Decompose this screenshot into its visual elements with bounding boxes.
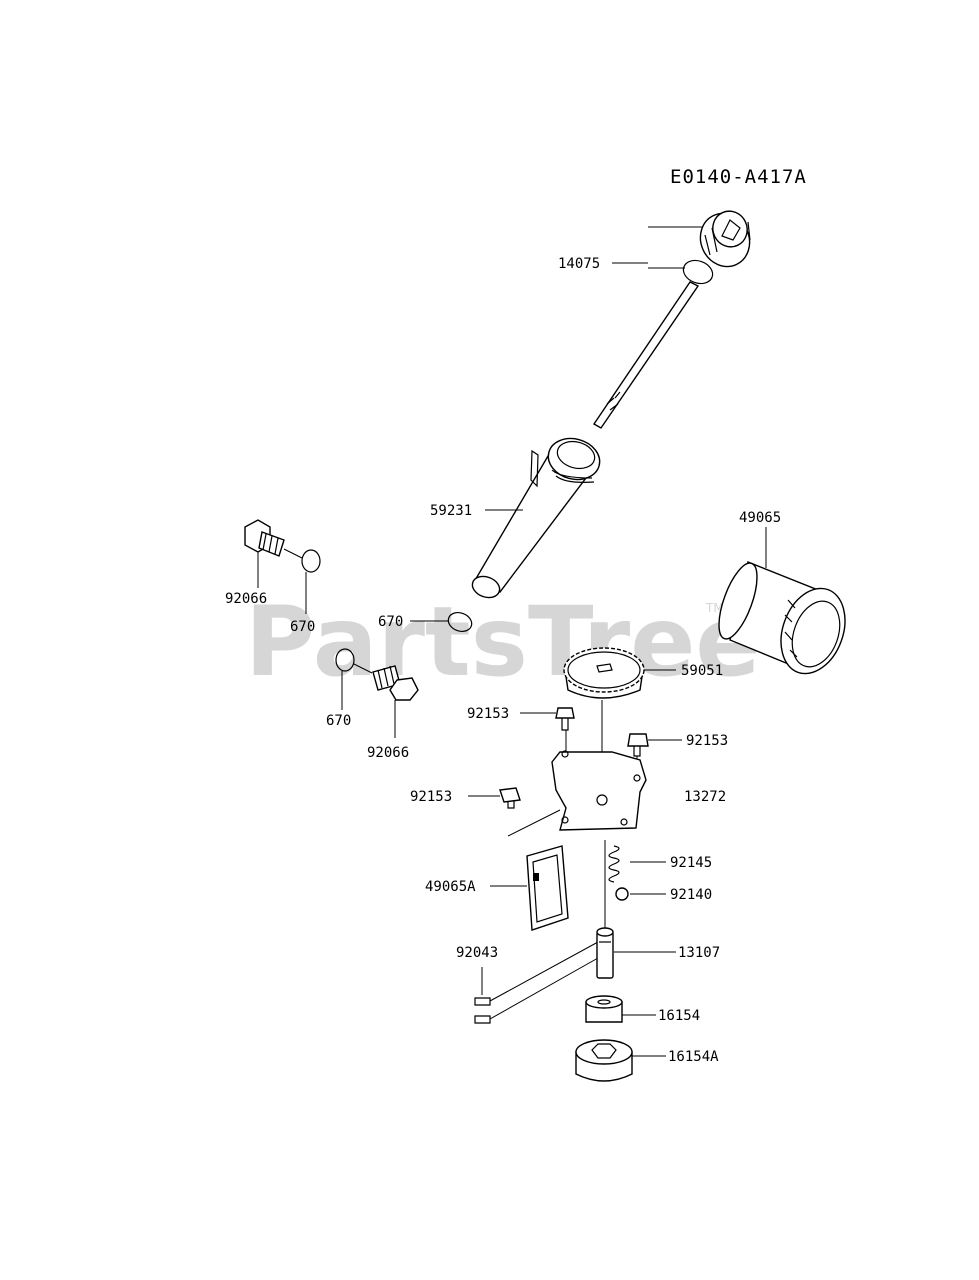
label-92153-c[interactable]: 92153 <box>410 789 452 805</box>
diagram-code: E0140-A417A <box>670 166 807 188</box>
gasket[interactable] <box>526 845 569 931</box>
label-92153-a[interactable]: 92153 <box>467 706 509 722</box>
label-49065[interactable]: 49065 <box>739 510 781 526</box>
spring[interactable] <box>608 845 620 883</box>
plug-left-seal[interactable] <box>301 549 321 573</box>
label-16154[interactable]: 16154 <box>658 1008 700 1024</box>
outer-rotor[interactable] <box>575 1039 633 1082</box>
pump-cover-plate[interactable] <box>551 750 647 831</box>
label-92140[interactable]: 92140 <box>670 887 712 903</box>
leader-cover-edge <box>507 809 561 837</box>
oil-filler-tube[interactable] <box>469 433 604 601</box>
drain-plug-mid[interactable] <box>372 665 419 701</box>
pump-shaft[interactable] <box>596 927 614 979</box>
label-670-mid[interactable]: 670 <box>326 713 351 729</box>
watermark-tm: TM <box>705 601 724 615</box>
label-670-tube[interactable]: 670 <box>378 614 403 630</box>
label-13107[interactable]: 13107 <box>678 945 720 961</box>
bolt-c[interactable] <box>499 787 521 809</box>
tube-oring[interactable] <box>446 609 475 634</box>
watermark: PartsTree <box>245 586 760 698</box>
label-49065A[interactable]: 49065A <box>425 879 476 895</box>
bolt-a[interactable] <box>555 707 575 731</box>
leader-plug-mid <box>353 663 373 674</box>
dipstick-rod[interactable] <box>592 281 700 429</box>
label-92145[interactable]: 92145 <box>670 855 712 871</box>
label-16154A[interactable]: 16154A <box>668 1049 719 1065</box>
inner-rotor[interactable] <box>585 995 623 1023</box>
pin[interactable] <box>474 941 599 1024</box>
pump-gear[interactable] <box>563 647 645 699</box>
dipstick-cap[interactable] <box>692 205 758 274</box>
label-670-left[interactable]: 670 <box>290 619 315 635</box>
label-59051[interactable]: 59051 <box>681 663 723 679</box>
label-13272[interactable]: 13272 <box>684 789 726 805</box>
bolt-b[interactable] <box>627 733 649 757</box>
oil-filter[interactable] <box>711 559 856 683</box>
plug-mid-seal[interactable] <box>335 648 355 672</box>
label-92066-left[interactable]: 92066 <box>225 591 267 607</box>
leader-plug-left-seal <box>283 548 303 559</box>
label-14075[interactable]: 14075 <box>558 256 600 272</box>
label-92043[interactable]: 92043 <box>456 945 498 961</box>
dipstick-seal-ring[interactable] <box>680 257 716 288</box>
label-92153-b[interactable]: 92153 <box>686 733 728 749</box>
check-ball[interactable] <box>615 887 629 901</box>
label-92066-mid[interactable]: 92066 <box>367 745 409 761</box>
label-59231[interactable]: 59231 <box>430 503 472 519</box>
drain-plug-left[interactable] <box>244 519 285 557</box>
